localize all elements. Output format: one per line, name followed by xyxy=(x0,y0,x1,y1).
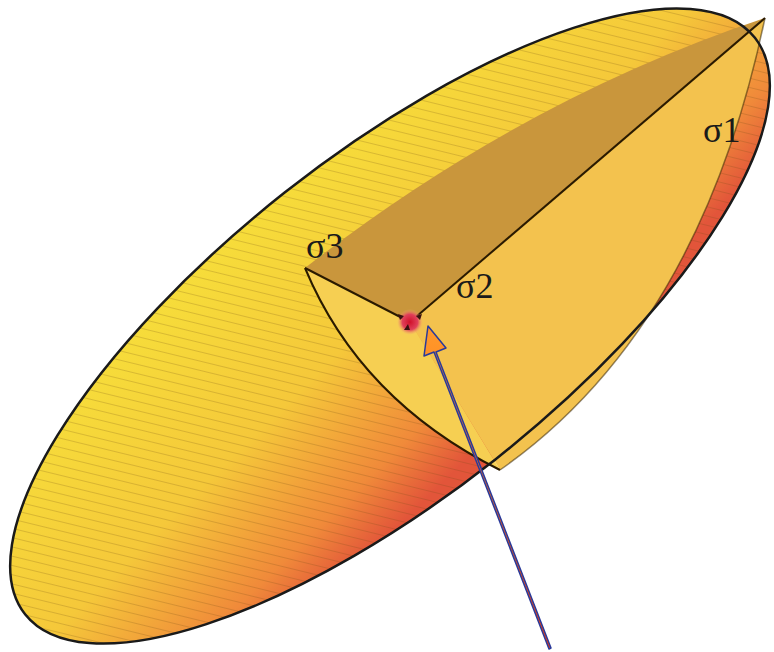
axis-line xyxy=(305,268,410,322)
pointer-arrow xyxy=(424,326,551,649)
stress-marks xyxy=(398,314,422,330)
axis-label: σ2 xyxy=(456,268,493,304)
center-point xyxy=(397,309,423,335)
axis-label: σ3 xyxy=(306,228,343,264)
cut-edge xyxy=(500,18,765,470)
axis-label: σ1 xyxy=(703,112,740,148)
axis-line xyxy=(410,18,765,322)
cut-face xyxy=(410,18,765,470)
